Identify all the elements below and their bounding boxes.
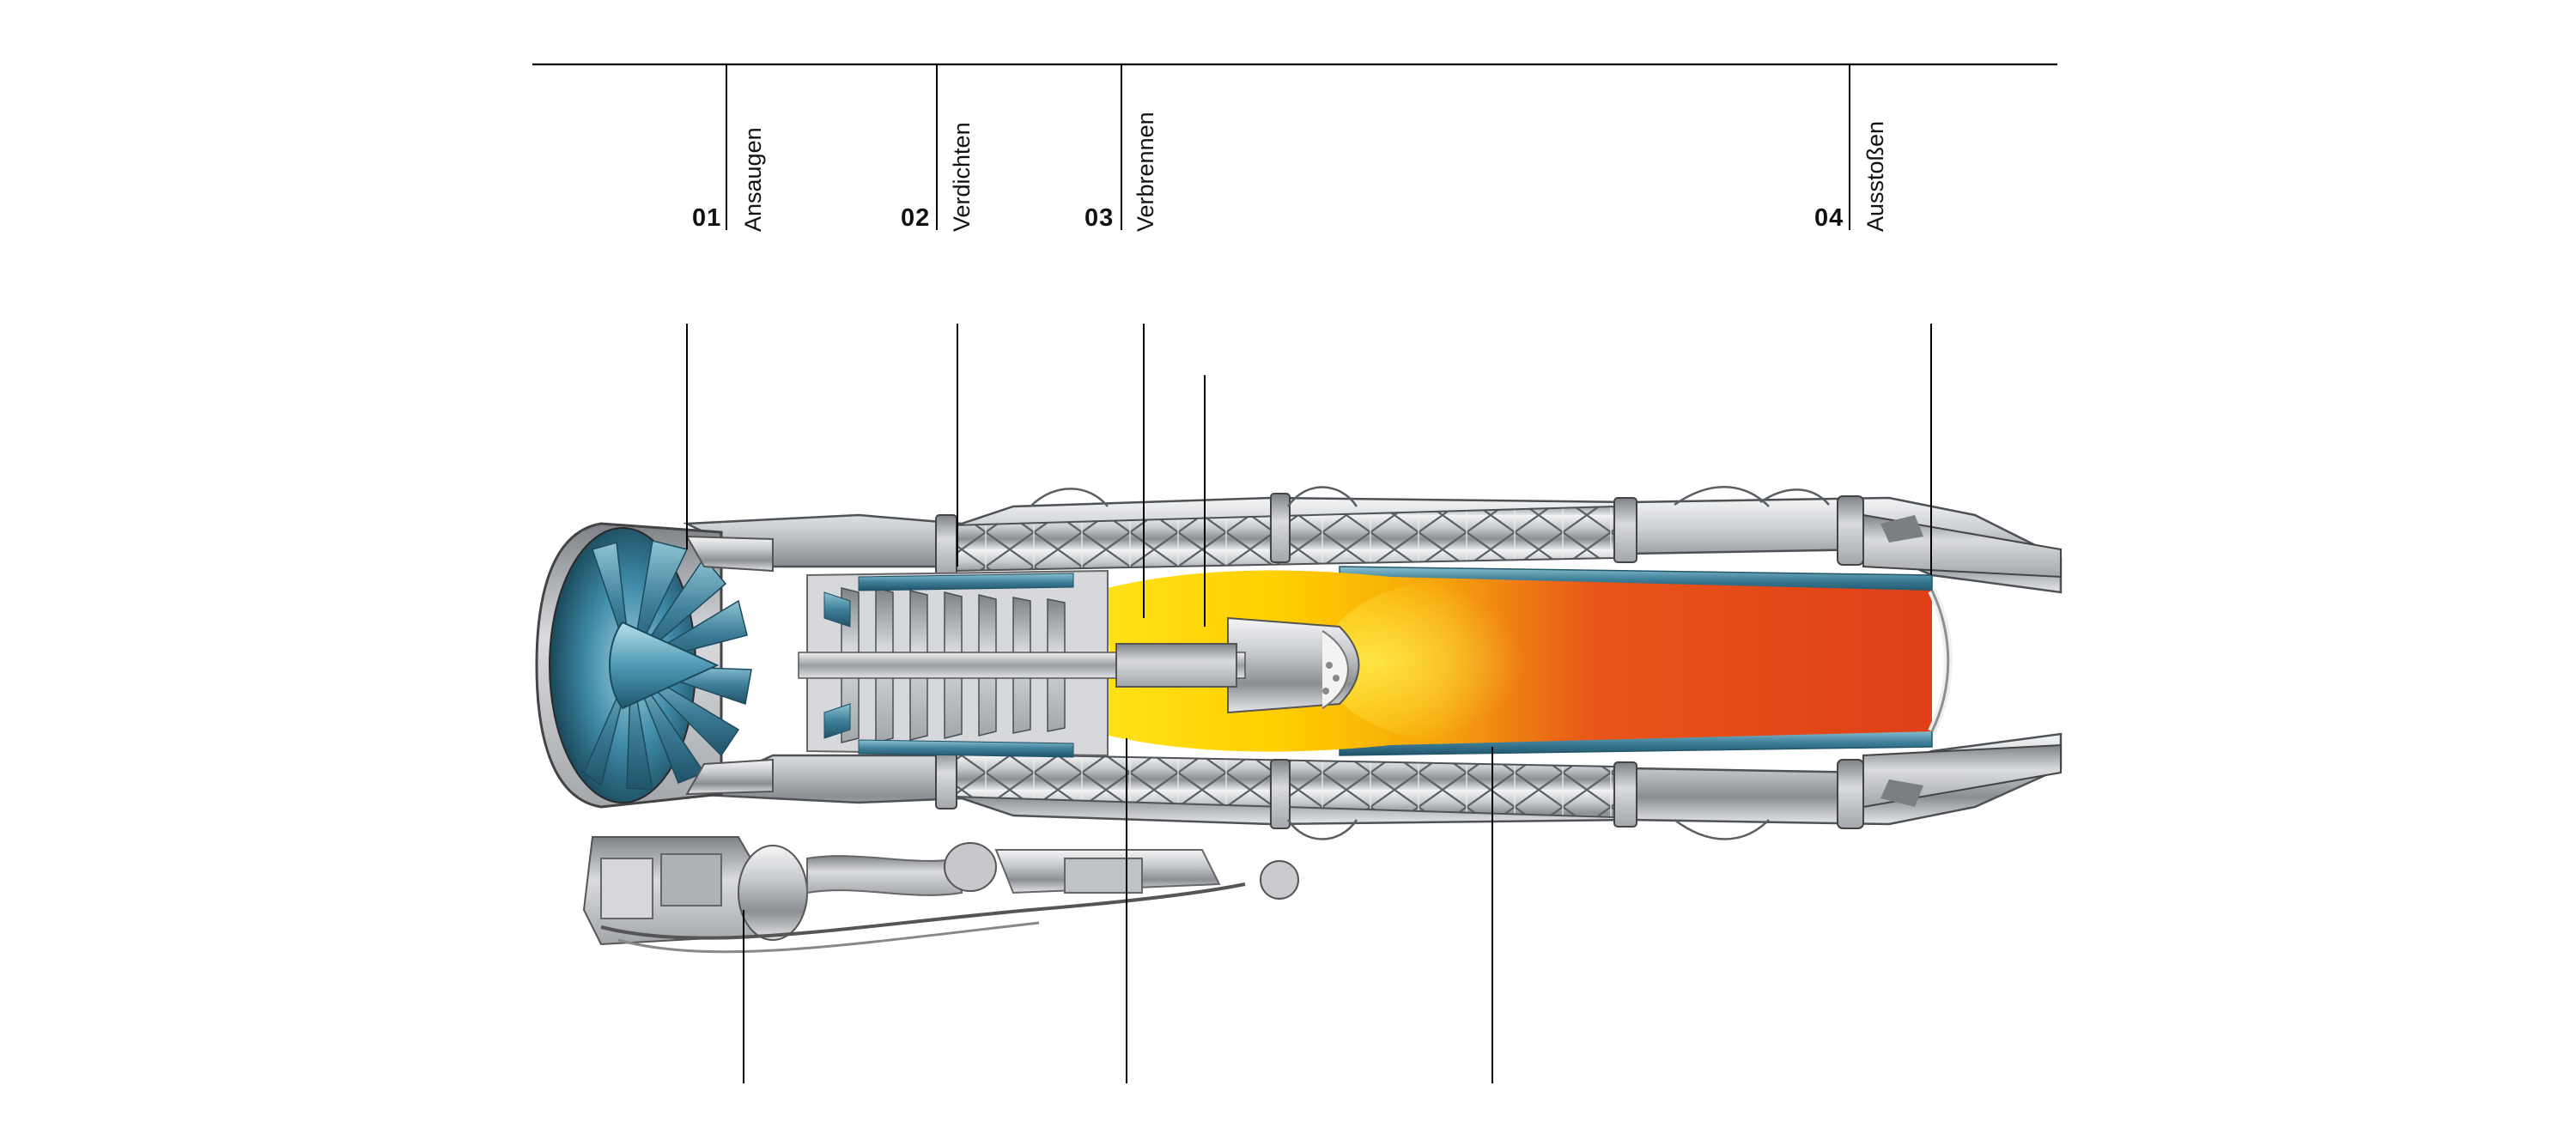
fan-section [535, 522, 774, 809]
stage-number-02: 02 [901, 204, 931, 232]
stage-number-04: 04 [1814, 204, 1844, 232]
leader-lines [686, 324, 1932, 1083]
nozzle-flaps [1862, 513, 2062, 809]
accessory-gearbox [582, 836, 1299, 954]
engine-body [535, 486, 2063, 954]
spinner-cone [609, 621, 720, 710]
stage-number-01: 01 [692, 204, 722, 232]
stage-number-03: 03 [1084, 204, 1115, 232]
